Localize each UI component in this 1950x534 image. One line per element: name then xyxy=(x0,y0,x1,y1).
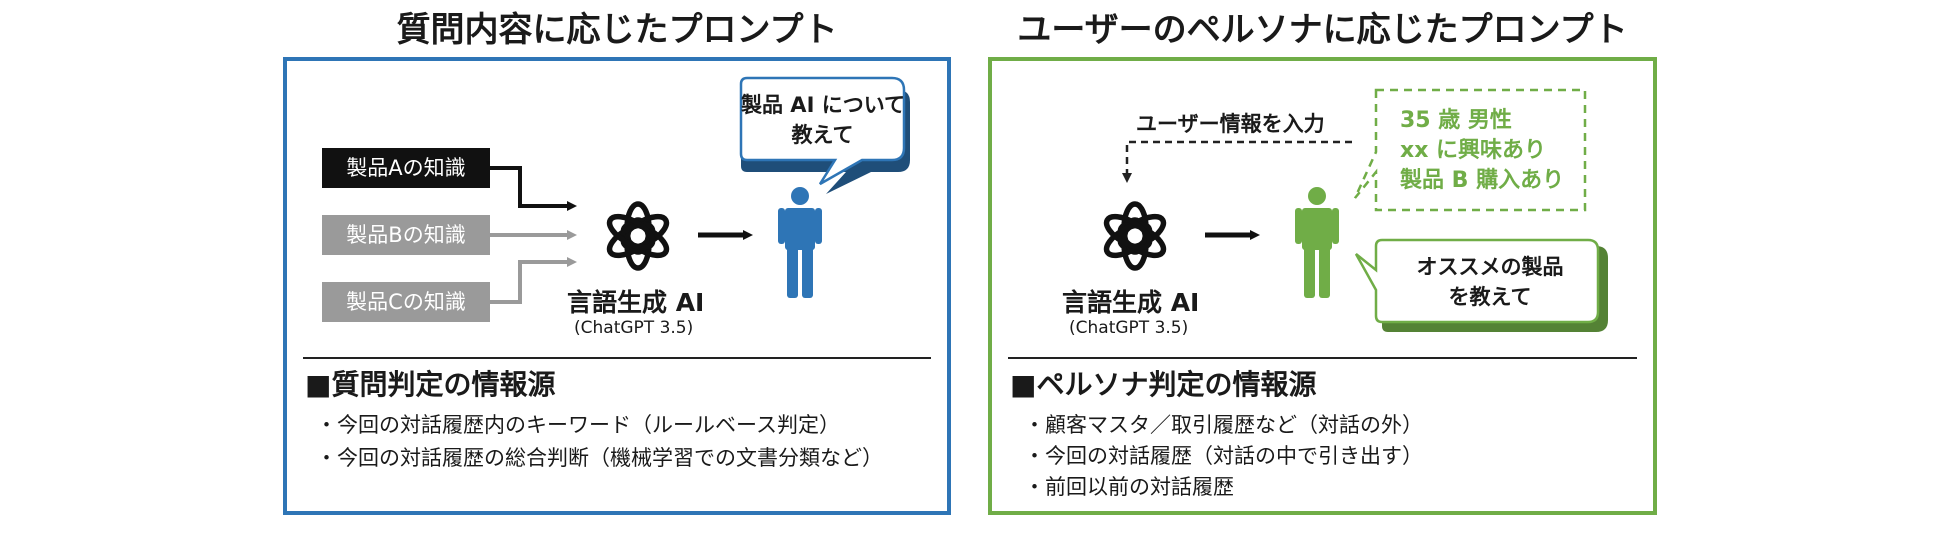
ai-sub-left: (ChatGPT 3.5) xyxy=(574,318,694,338)
persona-callout xyxy=(1353,88,1587,212)
bubble-right-line1: オススメの製品 xyxy=(1416,255,1564,279)
left-section-heading: ■質問判定の情報源 xyxy=(305,368,556,401)
knowledge-box-c: 製品Cの知識 xyxy=(322,282,490,322)
arrow-c-to-ai xyxy=(490,257,577,304)
left-divider xyxy=(303,357,931,359)
ai-sub-right: (ChatGPT 3.5) xyxy=(1069,318,1189,338)
input-label: ユーザー情報を入力 xyxy=(1136,112,1325,136)
left-bullet-1: ・今回の対話履歴内のキーワード（ルールベース判定） xyxy=(316,413,840,437)
left-panel-title: 質問内容に応じたプロンプト xyxy=(396,10,838,50)
openai-logo-icon xyxy=(1095,196,1175,276)
persona-line-3: 製品 B 購入あり xyxy=(1400,168,1565,193)
right-divider xyxy=(1008,357,1637,359)
right-bullet-1: ・顧客マスタ／取引履歴など（対話の外） xyxy=(1024,413,1423,437)
persona-line-1: 35 歳 男性 xyxy=(1400,108,1512,133)
bubble-left-line2: 教えて xyxy=(791,123,854,147)
ai-name-right: 言語生成 AI xyxy=(1062,288,1200,317)
right-panel-title: ユーザーのペルソナに応じたプロンプト xyxy=(1017,10,1628,50)
dashed-input-arrow xyxy=(1122,140,1352,183)
speech-bubble-right xyxy=(1354,238,1600,324)
right-bullet-2: ・今回の対話履歴（対話の中で引き出す） xyxy=(1024,444,1423,468)
right-bullet-3: ・前回以前の対話履歴 xyxy=(1024,475,1234,499)
left-panel xyxy=(283,57,951,515)
ai-name-left: 言語生成 AI xyxy=(567,288,705,317)
bubble-left-line1: 製品 AI について xyxy=(741,93,906,117)
bubble-right-line2: を教えて xyxy=(1448,285,1532,309)
left-bullet-2: ・今回の対話履歴の総合判断（機械学習での文書分類など） xyxy=(316,446,883,470)
person-icon xyxy=(1295,187,1339,298)
right-panel xyxy=(988,57,1657,515)
right-section-heading: ■ペルソナ判定の情報源 xyxy=(1010,368,1317,401)
persona-line-2: xx に興味あり xyxy=(1400,138,1547,163)
person-icon xyxy=(778,187,822,298)
knowledge-box-a: 製品Aの知識 xyxy=(322,148,490,188)
knowledge-box-b: 製品Bの知識 xyxy=(322,215,490,255)
arrow-a-to-ai xyxy=(490,166,577,211)
